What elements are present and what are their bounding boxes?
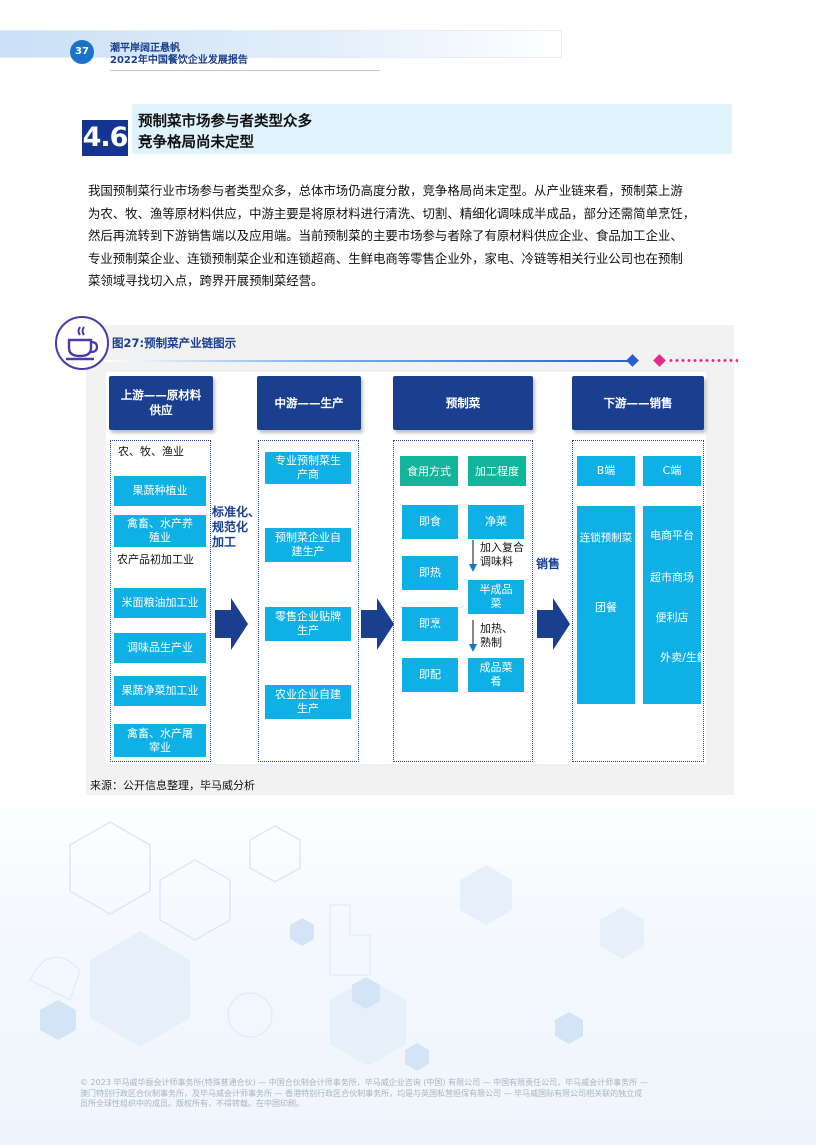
figure-source: 来源：公开信息整理，毕马威分析 — [90, 779, 255, 792]
product-col-header-processing: 加工程度 — [468, 456, 526, 486]
body-paragraph: 我国预制菜行业市场参与者类型众多，总体市场仍高度分散，竞争格局尚未定型。从产业链… — [88, 180, 738, 293]
upstream-header-line2: 供应 — [149, 403, 173, 417]
processing-level-line: 菜 — [490, 597, 502, 610]
upstream-item-line: 宰业 — [149, 740, 171, 754]
upstream-item-line: 禽畜、水产养 — [127, 517, 193, 530]
down-arrow-icon — [469, 620, 477, 652]
paragraph-line: 我国预制菜行业市场参与者类型众多，总体市场仍高度分散，竞争格局尚未定型。从产业链… — [88, 183, 683, 198]
midstream-item: 预制菜企业自建生产 — [265, 528, 351, 562]
midstream-item-line: 产商 — [297, 468, 319, 481]
upstream-item-line: 禽畜、水产屠 — [127, 726, 193, 740]
upstream-header: 上游——原材料 供应 — [109, 376, 213, 430]
upstream-item: 禽畜、水产屠宰业 — [114, 724, 206, 757]
midstream-header: 中游——生产 — [257, 376, 361, 430]
figure-icon-badge — [55, 316, 109, 370]
arrow1-label: 标准化、 规范化 加工 — [212, 505, 260, 550]
process-step-label: 加入复合 调味料 — [480, 541, 524, 569]
paragraph-line: 菜领域寻找切入点，跨界开展预制菜经营。 — [88, 273, 324, 288]
footer-line: © 2023 毕马威华振会计师事务所(特殊普通合伙) — 中国合伙制会计师事务所… — [80, 1078, 648, 1087]
eating-mode-item: 即配 — [402, 658, 458, 692]
paragraph-line: 然后再流转到下游销售端以及应用端。当前预制菜的主要市场参与者除了有原材料供应企业… — [88, 228, 683, 243]
c-end-item: 电商平台 — [650, 529, 694, 542]
eating-mode-item: 即食 — [402, 505, 458, 539]
midstream-item: 农业企业自建生产 — [265, 685, 351, 719]
midstream-group — [258, 440, 359, 762]
b-end-item: 连锁预制菜 — [579, 532, 633, 544]
paragraph-line: 专业预制菜企业、连锁预制菜企业和连锁超商、生鲜电商等零售企业外，家电、冷链等相关… — [88, 250, 683, 266]
b-end-channels: 连锁预制菜 团餐 — [577, 506, 635, 704]
processing-level-item: 净菜 — [468, 505, 524, 539]
midstream-item-line: 专业预制菜生 — [275, 454, 341, 467]
process-step-line: 调味料 — [480, 555, 513, 568]
c-end-item: 超市商场 — [650, 571, 694, 584]
section-title-box — [132, 104, 732, 154]
page-number: 37 — [70, 40, 94, 64]
flow-arrow-right-icon — [537, 598, 570, 650]
upstream-item: 调味品生产业 — [114, 633, 206, 663]
section-title-line2: 竞争格局尚未定型 — [138, 135, 254, 151]
c-end-header: C端 — [643, 456, 701, 486]
down-arrow-icon — [469, 540, 477, 572]
arrow1-label-line: 标准化、 — [212, 505, 261, 519]
midstream-item-line: 预制菜企业自 — [275, 531, 341, 544]
upstream-label-processing: 农产品初加工业 — [117, 553, 194, 566]
processing-level-line: 成品菜 — [479, 661, 513, 674]
arrow1-label-line: 规范化 — [212, 520, 249, 534]
flow-arrow-right-icon — [215, 598, 248, 650]
processing-level-item: 半成品菜 — [468, 580, 524, 614]
processing-level-item: 成品菜肴 — [468, 658, 524, 692]
product-group — [393, 440, 533, 762]
c-end-channels: 电商平台 超市商场 便利店 外卖/生鲜 — [643, 506, 701, 704]
midstream-item-line: 生产 — [297, 702, 319, 715]
upstream-item: 米面粮油加工业 — [114, 588, 206, 618]
upstream-group — [110, 440, 211, 762]
product-col-header-eating: 食用方式 — [400, 456, 458, 486]
flow-arrow-right-icon — [361, 598, 394, 650]
arrow1-label-line: 加工 — [212, 535, 237, 549]
b-end-header: B端 — [577, 456, 635, 486]
eating-mode-item: 即烹 — [402, 607, 458, 641]
dotted-rule — [668, 359, 738, 362]
header-title-line1: 潮平岸阔正悬帆 — [110, 43, 180, 54]
section-number: 4.6 — [82, 120, 128, 156]
downstream-header: 下游——销售 — [572, 376, 704, 430]
upstream-label-farming: 农、牧、渔业 — [118, 445, 184, 458]
midstream-item: 专业预制菜生产商 — [265, 452, 351, 484]
midstream-item: 零售企业贴牌生产 — [265, 607, 351, 641]
section-title-line1: 预制菜市场参与者类型众多 — [138, 114, 312, 130]
midstream-item-line: 建生产 — [291, 545, 325, 558]
midstream-item-line: 零售企业贴牌 — [275, 610, 341, 623]
header-title-line2: 2022年中国餐饮企业发展报告 — [110, 55, 248, 66]
processing-level-line: 肴 — [490, 675, 502, 688]
upstream-item-line: 殖业 — [149, 531, 171, 544]
process-step-label: 加热、 熟制 — [480, 622, 513, 650]
figure-title: 图27:预制菜产业链图示 — [112, 336, 237, 350]
coffee-cup-icon — [66, 326, 99, 361]
downstream-group — [572, 440, 704, 762]
paragraph-line: 为农、牧、渔等原材料供应，中游主要是将原材料进行清洗、切割、精细化调味成半成品，… — [88, 205, 696, 221]
product-header: 预制菜 — [393, 376, 533, 430]
process-step-line: 熟制 — [480, 636, 502, 649]
upstream-header-line1: 上游——原材料 — [120, 388, 202, 402]
c-end-item: 便利店 — [655, 611, 689, 624]
eating-mode-item: 即热 — [402, 556, 458, 590]
header-divider — [110, 70, 380, 71]
upstream-item: 禽畜、水产养殖业 — [114, 515, 206, 547]
process-step-line: 加入复合 — [480, 541, 524, 554]
c-end-item: 外卖/生鲜 — [660, 651, 701, 664]
processing-level-line: 半成品 — [479, 583, 513, 596]
arrow3-label: 销售 — [536, 557, 561, 571]
footer-line: 员所全球性组织中的成员。版权所有，不得转载。在中国印刷。 — [80, 1099, 304, 1108]
figure-title-rule — [104, 360, 634, 362]
process-step-line: 加热、 — [480, 622, 513, 635]
footer-line: 澳门特别行政区合伙制事务所，及毕马威会计师事务所 — 香港特别行政区合伙制事务所… — [80, 1088, 643, 1098]
midstream-item-line: 生产 — [297, 624, 319, 637]
midstream-item-line: 农业企业自建 — [275, 688, 341, 701]
upstream-item: 果蔬净菜加工业 — [114, 676, 206, 706]
upstream-item: 果蔬种植业 — [114, 476, 206, 506]
copyright-footer: © 2023 毕马威华振会计师事务所(特殊普通合伙) — 中国合伙制会计师事务所… — [80, 1078, 740, 1110]
b-end-item: 团餐 — [595, 601, 617, 614]
